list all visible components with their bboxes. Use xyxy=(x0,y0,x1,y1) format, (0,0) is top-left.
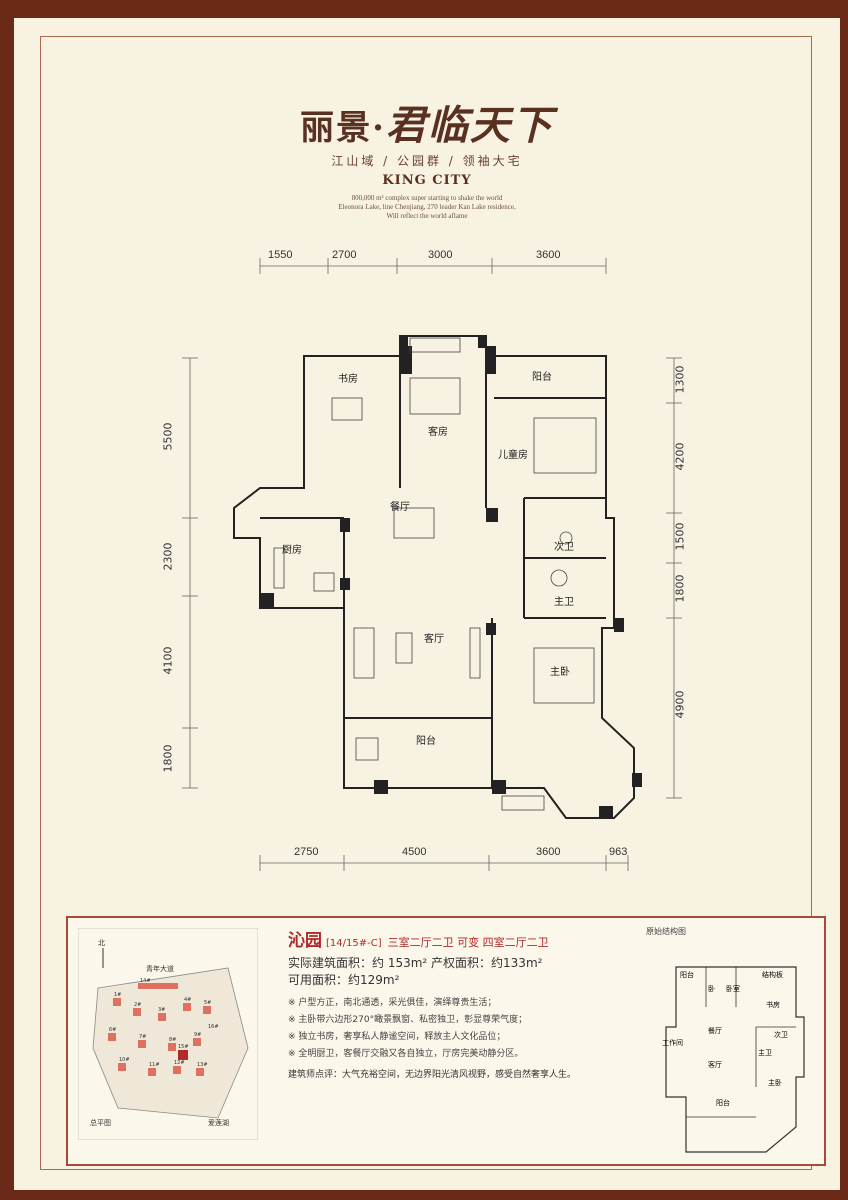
feature-item: ※ 全明厨卫，客餐厅交融又各自独立，厅房完美动静分区。 xyxy=(288,1049,524,1059)
room-bath1: 主卫 xyxy=(554,597,574,608)
dim-bottom-3: 3600 xyxy=(536,846,561,858)
feature-item: ※ 独立书房，奢享私人静谧空间，释放主人文化品位； xyxy=(288,1032,506,1042)
dim-bottom-4: 963 xyxy=(609,846,628,858)
brand-english-name: KING CITY xyxy=(382,173,472,188)
building-label: 13# xyxy=(197,1062,208,1068)
building-label: 5# xyxy=(204,1000,211,1006)
room-living: 客厅 xyxy=(424,634,444,645)
building-label: 7# xyxy=(139,1034,146,1040)
brand-header: 丽景·君临天下 江山域 / 公园群 / 领袖大宅 KING CITY 800,0… xyxy=(14,106,840,221)
building-label: 2# xyxy=(134,1002,141,1008)
unit-area: 实际建筑面积：约 153m² 产权面积：约133m² 可用面积：约129m² xyxy=(288,955,638,989)
site-map: 1# 2# 3# 4# 5# 6# 7# 8# 9# 10# 11# 12# 13# 14# 15# 16# xyxy=(78,928,258,1140)
unit-heading: 沁园 [14/15#-C] 三室二厅二卫 可变 四室二厅二卫 xyxy=(288,926,638,951)
origin-room-r1: 卧 xyxy=(708,985,715,993)
dim-left-4: 1800 xyxy=(161,744,175,773)
area-line-1: 实际建筑面积：约 153m² 产权面积：约133m² xyxy=(288,956,543,970)
brand-english-text: 800,000 m² complex super starting to sha… xyxy=(14,194,840,221)
page-paper: 丽景·君临天下 江山域 / 公园群 / 领袖大宅 KING CITY 800,0… xyxy=(14,18,840,1190)
origin-room-struct: 结构板 xyxy=(762,971,783,979)
building-label: 12# xyxy=(174,1060,185,1066)
building-label: 11# xyxy=(149,1062,160,1068)
dim-right-5: 4900 xyxy=(673,690,687,719)
origin-room-work: 工作间 xyxy=(662,1039,683,1047)
room-balcony-bottom: 阳台 xyxy=(416,736,436,747)
building-label: 8# xyxy=(169,1037,176,1043)
origin-label: 原始结构图 xyxy=(646,927,686,936)
room-kitchen: 厨房 xyxy=(282,545,302,556)
brand-title-b: 君临天下 xyxy=(385,102,554,149)
origin-room-balcony2: 阳台 xyxy=(716,1099,730,1107)
room-bath2: 次卫 xyxy=(554,542,574,553)
map-north: 北 xyxy=(98,939,105,947)
dim-bottom-1: 2750 xyxy=(294,846,319,858)
origin-room-bed: 卧室 xyxy=(726,985,740,993)
original-structure-plan: 原始结构图 xyxy=(646,926,822,1158)
room-kids: 儿童房 xyxy=(498,450,528,461)
origin-room-balcony1: 阳台 xyxy=(680,971,694,979)
area-line-2: 可用面积：约129m² xyxy=(288,973,400,987)
origin-room-bath1: 主卫 xyxy=(758,1049,772,1057)
unit-desc: 三室二厅二卫 可变 四室二厅二卫 xyxy=(387,936,549,949)
eng-line-2: Eleonora Lake, line Chenjiang, 270 leade… xyxy=(338,203,516,211)
brand-slogan: 江山域 / 公园群 / 领袖大宅 xyxy=(331,154,523,168)
dim-right-1: 1300 xyxy=(673,365,687,394)
dim-right-3: 1500 xyxy=(673,522,687,551)
building-label: 6# xyxy=(109,1027,116,1033)
dim-top-4: 3600 xyxy=(536,249,561,261)
room-study: 书房 xyxy=(338,374,358,385)
eng-line-3: Will reflect the world aflame xyxy=(386,212,468,220)
unit-detail: 沁园 [14/15#-C] 三室二厅二卫 可变 四室二厅二卫 实际建筑面积：约 15… xyxy=(288,926,638,1080)
origin-plan-drawing xyxy=(665,966,805,1153)
building-label: 4# xyxy=(184,997,191,1003)
unit-tag: [14/15#-C] xyxy=(326,938,382,949)
architect-comment: 建筑师点评：大气充裕空间，无边界阳光清风视野，感受自然奢享人生。 xyxy=(288,1070,577,1080)
unit-name: 沁园 xyxy=(288,931,322,951)
feature-item: ※ 主卧带六边形270°瞰景飘窗、私密独卫，彰显尊荣气度； xyxy=(288,1015,528,1025)
room-dining: 餐厅 xyxy=(390,502,410,513)
dim-left-1: 5500 xyxy=(161,422,175,451)
room-master: 主卧 xyxy=(550,667,570,678)
dim-top-2: 2700 xyxy=(332,249,357,261)
brand-title: 丽景·君临天下 xyxy=(14,106,840,149)
origin-room-living: 客厅 xyxy=(708,1061,722,1069)
dim-left-3: 4100 xyxy=(161,646,175,675)
page-frame xyxy=(40,36,812,1170)
unit-info-panel: 1#2#3#4#5#6#7#8#9#10#11#12#13#14#15#16# … xyxy=(66,916,826,1166)
feature-list: ※ 户型方正，南北通透，采光俱佳，演绎尊贵生活； ※ 主卧带六边形270°瞰景飘… xyxy=(288,995,638,1063)
origin-room-dining: 餐厅 xyxy=(708,1027,722,1035)
room-balcony-top: 阳台 xyxy=(532,372,552,383)
building-label: 15# xyxy=(178,1044,189,1050)
origin-room-bath2: 次卫 xyxy=(774,1031,788,1039)
building-label: 14# xyxy=(140,978,151,984)
origin-room-master: 主卧 xyxy=(768,1079,782,1087)
building-label: 9# xyxy=(194,1032,201,1038)
dim-left-2: 2300 xyxy=(161,542,175,571)
map-lake: 爱莲湖 xyxy=(208,1119,229,1127)
floor-plan xyxy=(182,258,682,871)
feature-item: ※ 户型方正，南北通透，采光俱佳，演绎尊贵生活； xyxy=(288,998,497,1008)
dim-top-1: 1550 xyxy=(268,249,293,261)
building-label: 16# xyxy=(208,1024,219,1030)
building-label: 10# xyxy=(119,1057,130,1063)
dim-right-2: 4200 xyxy=(673,442,687,471)
dim-top-3: 3000 xyxy=(428,249,453,261)
building-label: 3# xyxy=(158,1007,165,1013)
room-guest: 客房 xyxy=(428,427,448,438)
dim-bottom-2: 4500 xyxy=(402,846,427,858)
brand-title-a: 丽景· xyxy=(300,108,386,148)
map-total-label: 总平图 xyxy=(90,1119,111,1127)
origin-room-study: 书房 xyxy=(766,1001,780,1009)
dim-right-4: 1800 xyxy=(673,574,687,603)
building-label: 1# xyxy=(114,992,121,998)
eng-line-1: 800,000 m² complex super starting to sha… xyxy=(351,194,503,202)
map-road: 青年大道 xyxy=(146,965,174,973)
